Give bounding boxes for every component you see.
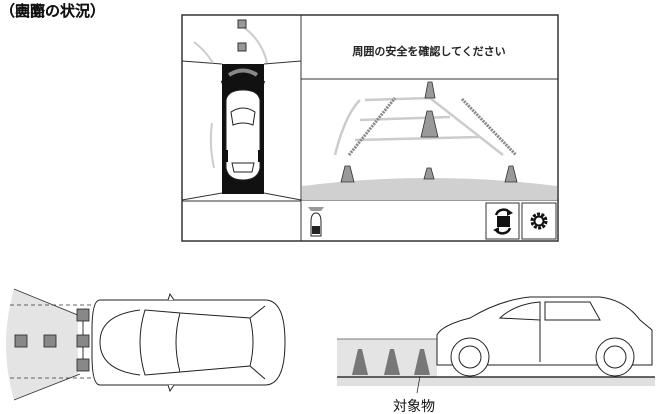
obstacle-icon: [43, 334, 57, 348]
cone-icon: [340, 165, 355, 183]
obstacle-icon: [76, 334, 90, 348]
cone-icon: [414, 349, 430, 375]
rear-camera-view: [302, 81, 557, 200]
actual-situation-heading: （実際の状況）: [0, 2, 106, 20]
cone-icon: [352, 349, 368, 375]
camera-switch-icon: [493, 208, 513, 235]
cone-icon: [384, 349, 400, 375]
own-car-status-icon: [308, 207, 324, 237]
cone-icon: [504, 165, 518, 183]
cone-icon: [420, 110, 439, 138]
gear-icon: [530, 212, 548, 230]
settings-button[interactable]: [521, 202, 557, 240]
own-car-top-icon: [220, 79, 266, 181]
vehicle-top-illustration: [91, 292, 286, 393]
object-label: 対象物: [393, 399, 435, 414]
cone-icon: [424, 81, 436, 99]
cone-icon: [423, 167, 435, 180]
leader-line: [416, 375, 421, 394]
obstacle-icon: [14, 334, 28, 348]
actual-top-view: [6, 288, 286, 401]
top-view-panel: [181, 19, 302, 201]
vehicle-side-illustration: [436, 296, 653, 377]
obstacle-icon: [76, 308, 90, 322]
actual-side-view: [337, 296, 655, 394]
safety-message: 周囲の安全を確認してください: [352, 44, 505, 58]
camera-switch-button[interactable]: [485, 202, 520, 240]
screen-situation-heading: （画面の状況）: [0, 2, 106, 20]
obstacle-icon: [76, 358, 90, 372]
cone-group: [352, 349, 430, 375]
obstacle-marker-icon: [237, 42, 247, 52]
obstacle-marker-icon: [237, 19, 247, 29]
